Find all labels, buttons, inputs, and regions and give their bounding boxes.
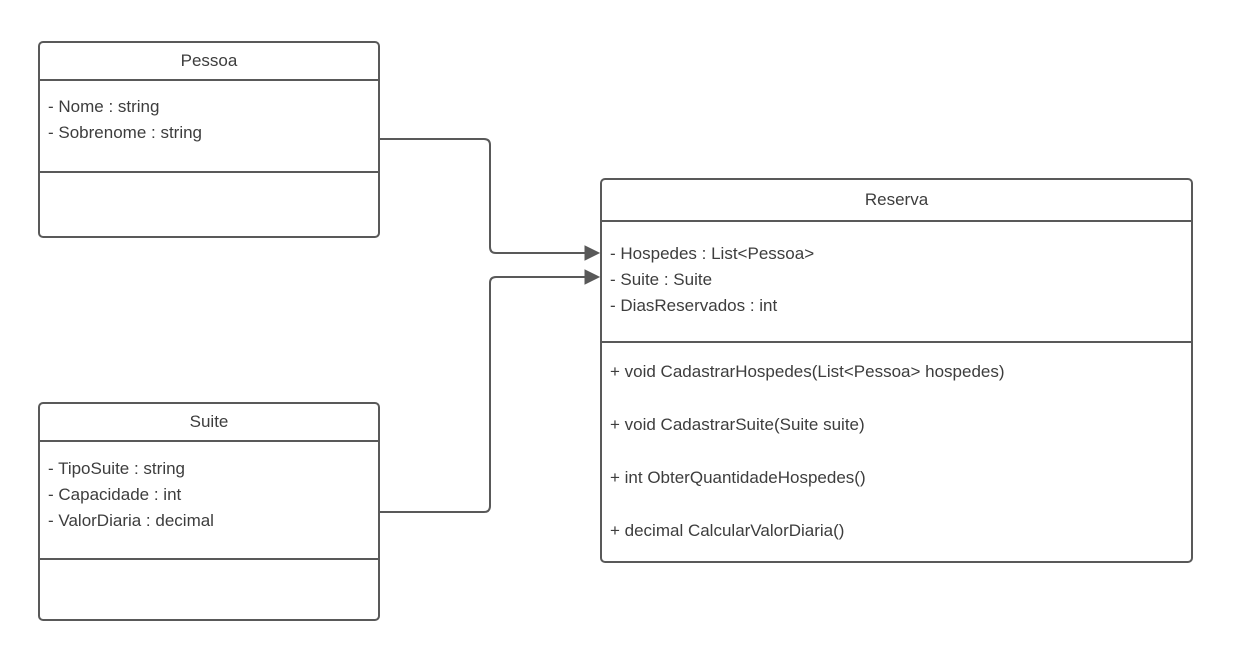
class-pessoa-attributes: - Nome : string - Sobrenome : string bbox=[40, 81, 378, 173]
connector-pessoa-to-reserva bbox=[380, 138, 601, 261]
method-line: + void CadastrarSuite(Suite suite) bbox=[610, 415, 865, 434]
method-line: + void CadastrarHospedes(List<Pessoa> ho… bbox=[610, 362, 1005, 381]
attribute-line: - Suite : Suite bbox=[610, 270, 713, 289]
connector-pessoa-to-reserva-line bbox=[380, 138, 586, 254]
class-suite-methods-empty bbox=[40, 560, 378, 619]
connector-suite-to-reserva-line bbox=[380, 276, 586, 513]
class-reserva-title: Reserva bbox=[602, 180, 1191, 222]
class-suite: Suite - TipoSuite : string - Capacidade … bbox=[38, 402, 380, 621]
class-pessoa-methods-empty bbox=[40, 173, 378, 236]
attribute-line: - Hospedes : List<Pessoa> bbox=[610, 244, 815, 263]
class-pessoa: Pessoa - Nome : string - Sobrenome : str… bbox=[38, 41, 380, 238]
class-reserva-methods: + void CadastrarHospedes(List<Pessoa> ho… bbox=[602, 343, 1191, 561]
attribute-line: - DiasReservados : int bbox=[610, 296, 778, 315]
class-reserva: Reserva - Hospedes : List<Pessoa> - Suit… bbox=[600, 178, 1193, 563]
method-line: + int ObterQuantidadeHospedes() bbox=[610, 468, 866, 487]
class-suite-attributes: - TipoSuite : string - Capacidade : int … bbox=[40, 442, 378, 560]
attribute-line: - Sobrenome : string bbox=[48, 123, 203, 142]
attribute-line: - ValorDiaria : decimal bbox=[48, 511, 214, 530]
attribute-line: - Nome : string bbox=[48, 97, 160, 116]
connector-suite-to-reserva bbox=[380, 269, 601, 513]
class-suite-title: Suite bbox=[40, 404, 378, 442]
method-line: + decimal CalcularValorDiaria() bbox=[610, 521, 845, 540]
attribute-line: - Capacidade : int bbox=[48, 485, 182, 504]
class-pessoa-title: Pessoa bbox=[40, 43, 378, 81]
attribute-line: - TipoSuite : string bbox=[48, 459, 186, 478]
class-reserva-attributes: - Hospedes : List<Pessoa> - Suite : Suit… bbox=[602, 222, 1191, 343]
arrowhead-pessoa-to-reserva-icon bbox=[584, 245, 601, 261]
arrowhead-suite-to-reserva-icon bbox=[584, 269, 601, 285]
